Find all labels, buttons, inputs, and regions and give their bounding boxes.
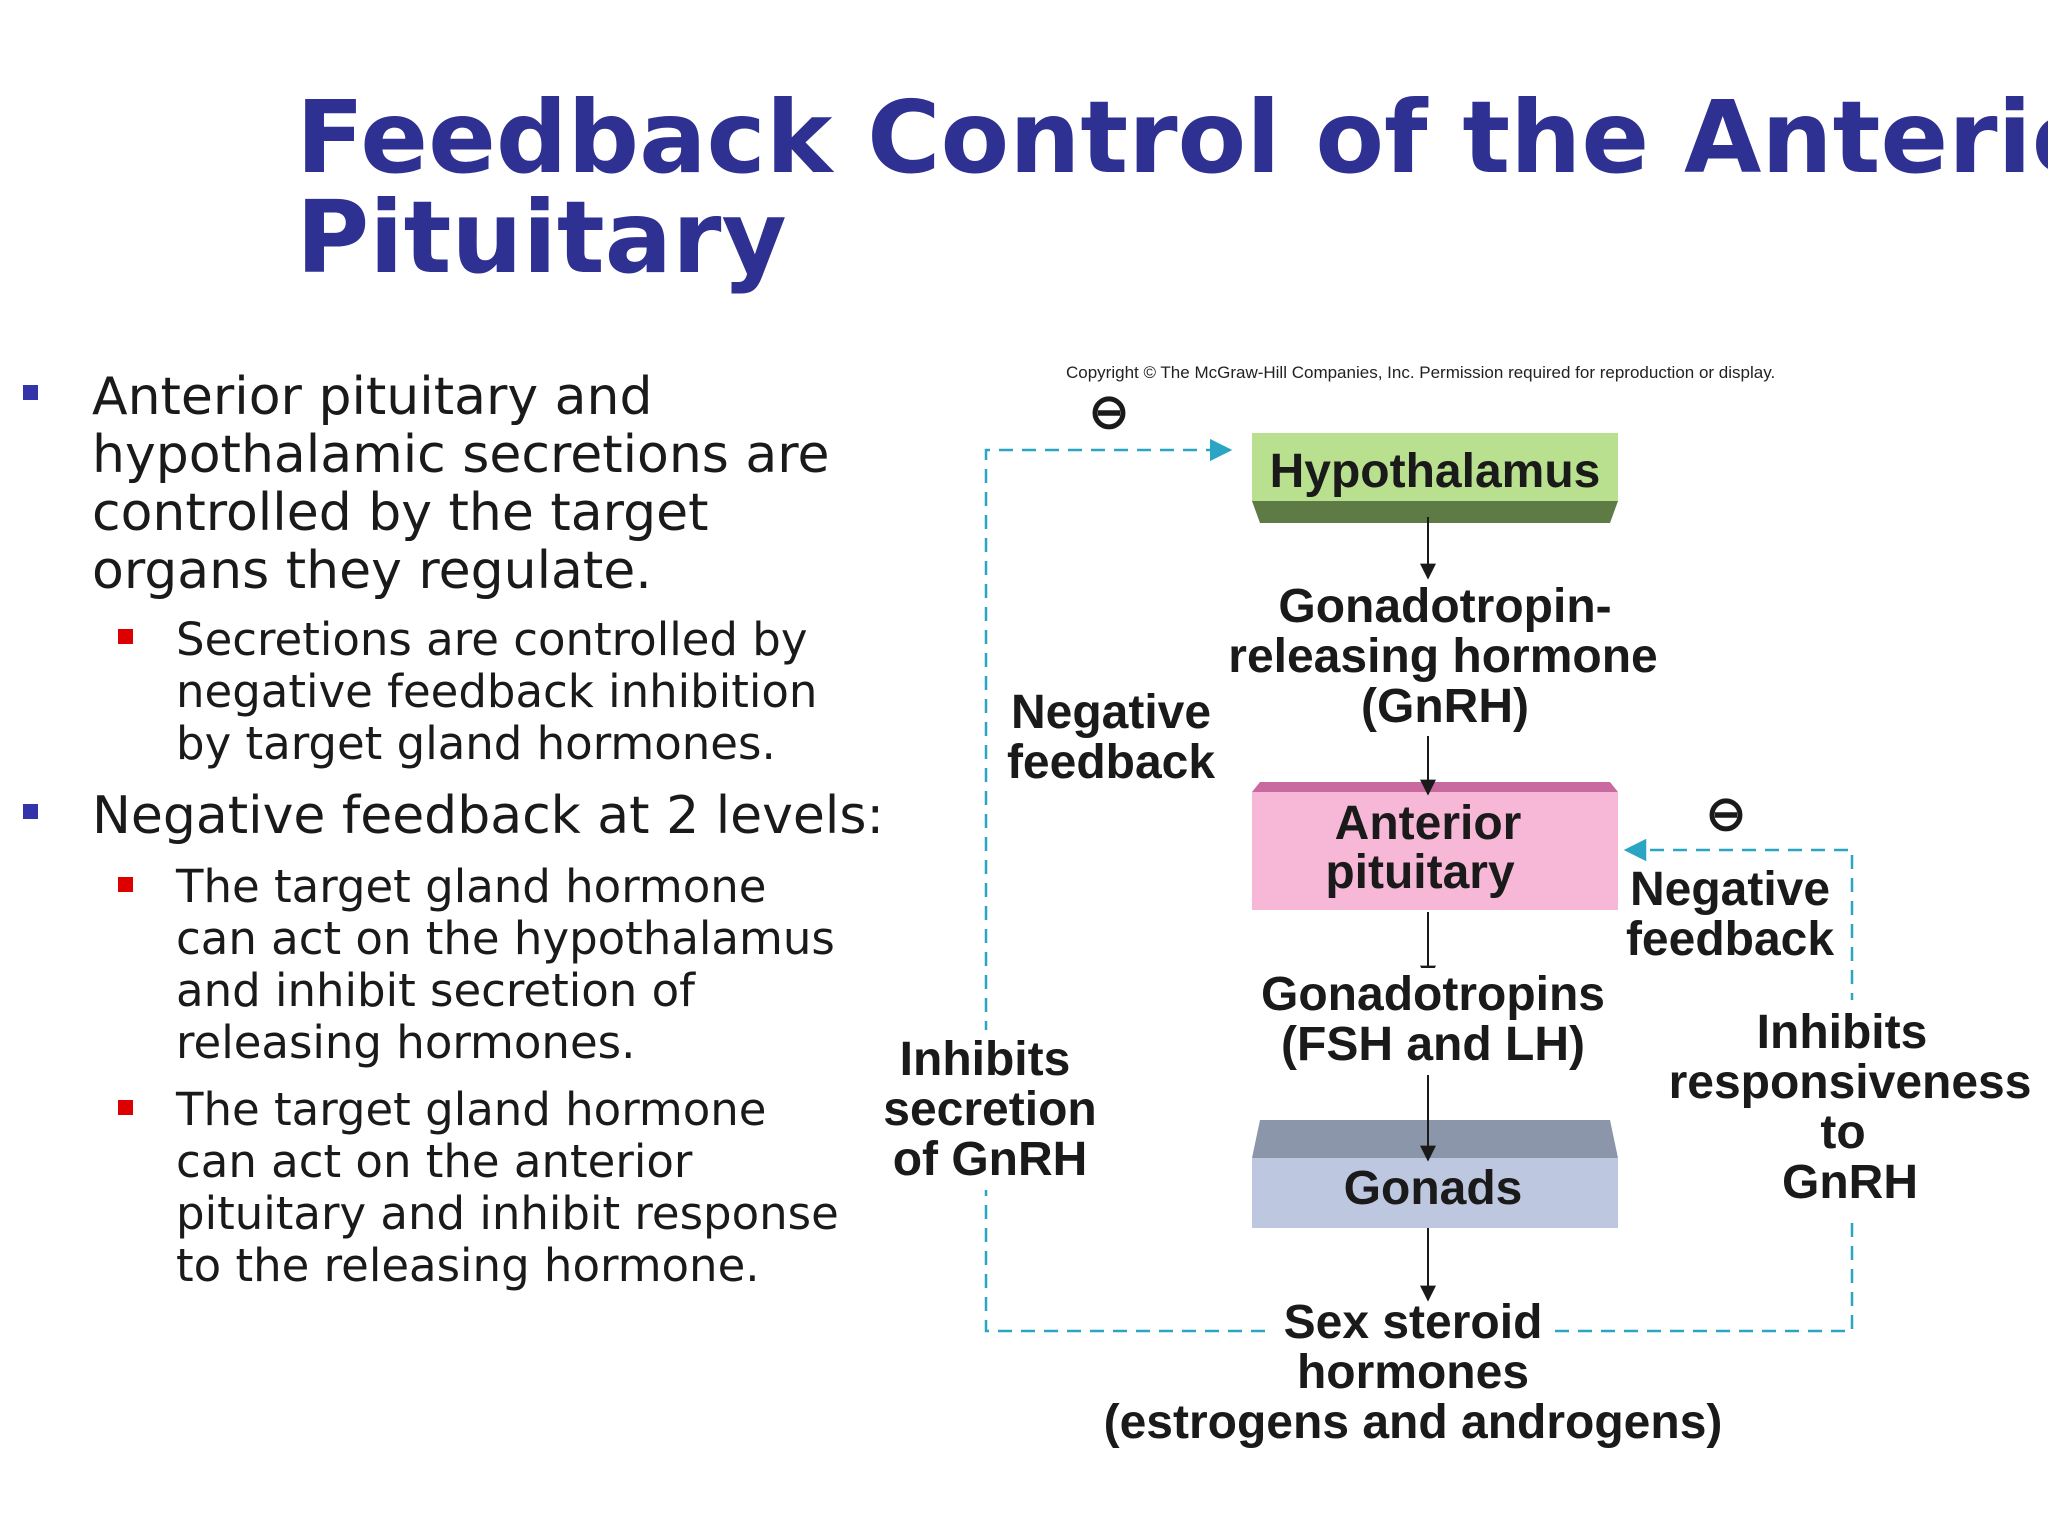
sex-steroid-label-line: (estrogens and androgens)	[1104, 1396, 1723, 1449]
sub-bullet-text: to the releasing hormone.	[176, 1239, 760, 1292]
right-inhibits-line: Inhibits	[1757, 1006, 1928, 1059]
hypothalamus-box	[1252, 433, 1618, 523]
sub-bullet-item: Secretions are controlled by negative fe…	[176, 614, 866, 770]
gonads-box	[1252, 1120, 1618, 1228]
sub-bullet-text: negative feedback inhibition	[176, 665, 818, 718]
sub-bullet-text: The target gland hormone	[176, 1083, 767, 1136]
bullet-item: Anterior pituitary and hypothalamic secr…	[92, 368, 872, 600]
sub-bullet-text: can act on the anterior	[176, 1135, 693, 1188]
right-inhibits-label: Inhibits responsiveness to GnRH	[1660, 1000, 2038, 1215]
sex-steroid-label-line: hormones	[1297, 1346, 1529, 1399]
sub-bullet-marker	[118, 877, 133, 892]
bullet-marker	[23, 385, 38, 400]
gnrh-label-line: releasing hormone	[1228, 630, 1657, 683]
sex-steroid-label-line: Sex steroid	[1284, 1296, 1543, 1349]
slide-title-line: Pituitary	[296, 179, 787, 296]
right-negative-feedback-line: Negative	[1630, 863, 1830, 916]
anterior-pituitary-label: pituitary	[1325, 846, 1515, 899]
sub-bullet-item: The target gland hormone can act on the …	[176, 1084, 866, 1292]
anterior-pituitary-box	[1252, 782, 1618, 910]
sub-bullet-text: releasing hormones.	[176, 1016, 636, 1069]
right-inhibits-line: responsiveness	[1669, 1056, 2032, 1109]
left-inhibits-line: secretion	[883, 1083, 1096, 1136]
sub-bullet-text: and inhibit secretion of	[176, 964, 695, 1017]
bullet-text: organs they regulate.	[92, 541, 652, 601]
gonadotropins-label: Gonadotropins (FSH and LH)	[1255, 968, 1615, 1071]
bullet-text: controlled by the target	[92, 483, 709, 543]
right-inhibits-line: to	[1820, 1106, 1865, 1159]
bullet-marker	[23, 804, 38, 819]
anterior-pituitary-label: Anterior	[1335, 797, 1522, 850]
gnrh-label-line: Gonadotropin-	[1278, 580, 1611, 633]
left-negative-feedback-label: Negative feedback	[1007, 686, 1215, 789]
sub-bullet-marker	[118, 1100, 133, 1115]
sub-bullet-text: The target gland hormone	[176, 860, 767, 913]
slide-title: Feedback Control of the Anterior Pituita…	[296, 79, 2048, 296]
gonadotropins-label-line: Gonadotropins	[1261, 968, 1605, 1021]
gonadotropins-label-line: (FSH and LH)	[1281, 1018, 1585, 1071]
sub-bullet-text: Secretions are controlled by	[176, 613, 808, 666]
sex-steroid-label: Sex steroid hormones (estrogens and andr…	[1104, 1296, 1723, 1449]
gnrh-label: Gonadotropin- releasing hormone (GnRH)	[1225, 580, 1658, 733]
inhibit-minus-icon: ⊖	[1706, 788, 1746, 841]
right-negative-feedback-label: Negative feedback	[1626, 863, 1834, 966]
gonads-label: Gonads	[1344, 1162, 1523, 1215]
hypothalamus-label: Hypothalamus	[1270, 445, 1601, 498]
left-negative-feedback-line: Negative	[1011, 686, 1211, 739]
left-negative-feedback-line: feedback	[1007, 736, 1215, 789]
left-feedback-loop	[984, 438, 1265, 1333]
sub-bullet-text: by target gland hormones.	[176, 717, 776, 770]
bullet-text: Anterior pituitary and	[92, 367, 653, 427]
gnrh-label-line: (GnRH)	[1361, 680, 1529, 733]
inhibit-minus-icon: ⊖	[1089, 386, 1129, 439]
left-inhibits-line: of GnRH	[893, 1133, 1088, 1186]
bullet-item: Negative feedback at 2 levels:	[92, 786, 884, 846]
right-negative-feedback-line: feedback	[1626, 913, 1834, 966]
bullet-text: hypothalamic secretions are	[92, 425, 830, 485]
sub-bullet-text: can act on the hypothalamus	[176, 912, 835, 965]
left-inhibits-line: Inhibits	[900, 1033, 1071, 1086]
sub-bullet-text: pituitary and inhibit response	[176, 1187, 839, 1240]
sub-bullet-marker	[118, 629, 133, 644]
sub-bullet-item: The target gland hormone can act on the …	[176, 861, 866, 1069]
copyright-notice: Copyright © The McGraw-Hill Companies, I…	[1066, 363, 1775, 382]
left-inhibits-label: Inhibits secretion of GnRH	[874, 1030, 1100, 1190]
slide-title-line: Feedback Control of the Anterior	[296, 79, 2048, 196]
right-inhibits-line: GnRH	[1782, 1156, 1918, 1209]
bullet-text: Negative feedback at 2 levels:	[92, 786, 884, 846]
